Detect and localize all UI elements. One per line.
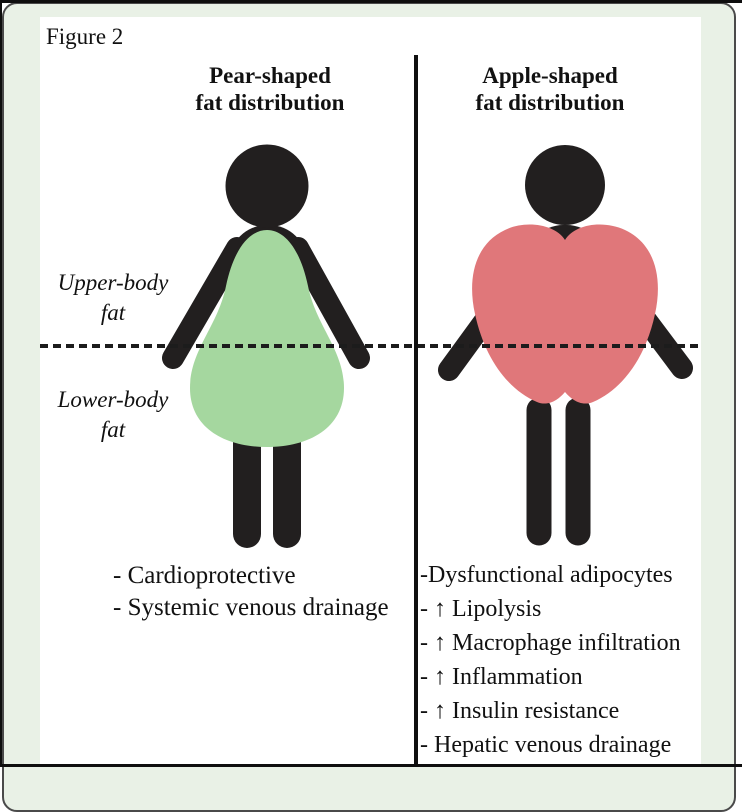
figure-number-label: Figure 2 — [46, 24, 124, 49]
scan-edge-top — [0, 0, 742, 3]
apple-notes-list: -Dysfunctional adipocytes - ↑ Lipolysis … — [420, 558, 720, 762]
pear-shape — [190, 230, 344, 447]
apple-note-item: - ↑ Inflammation — [420, 664, 583, 690]
apple-shape — [472, 224, 658, 404]
apple-note-item: - Hepatic venous drainage — [420, 732, 672, 758]
pear-person-figure — [162, 144, 370, 548]
apple-title-line1: Apple-shaped — [482, 63, 618, 88]
upper-body-fat-label-line2: fat — [100, 300, 126, 325]
lower-body-fat-label-line2: fat — [100, 417, 126, 442]
pear-note-item: - Systemic venous drainage — [113, 594, 389, 621]
pear-right-arm — [287, 237, 370, 369]
pear-panel-title: Pear-shaped fat distribution — [155, 62, 385, 116]
pear-notes-list: - Cardioprotective - Systemic venous dra… — [113, 560, 389, 624]
apple-person-head — [525, 145, 605, 225]
apple-note-item: - ↑ Macrophage infiltration — [420, 630, 681, 656]
pear-title-line1: Pear-shaped — [209, 63, 331, 88]
scan-edge-bottom — [0, 764, 742, 767]
apple-note-item: - ↑ Insulin resistance — [420, 698, 620, 724]
apple-note-item: - ↑ Lipolysis — [420, 596, 542, 622]
upper-lower-boundary-dashed-line — [40, 344, 701, 348]
apple-panel-title: Apple-shaped fat distribution — [435, 62, 665, 116]
upper-body-fat-label: Upper-body fat — [38, 268, 188, 328]
lower-body-fat-label-line1: Lower-body — [57, 387, 169, 412]
apple-note-item: -Dysfunctional adipocytes — [420, 562, 673, 588]
panel-divider-line — [414, 55, 418, 767]
pear-person-head — [225, 144, 309, 228]
apple-title-line2: fat distribution — [475, 90, 625, 115]
pear-note-item: - Cardioprotective — [113, 562, 296, 589]
pear-title-line2: fat distribution — [195, 90, 345, 115]
upper-body-fat-label-line1: Upper-body — [57, 270, 169, 295]
lower-body-fat-label: Lower-body fat — [38, 385, 188, 445]
apple-person-figure — [438, 145, 693, 546]
pear-left-arm — [162, 237, 248, 369]
scan-edge-left — [0, 0, 2, 767]
